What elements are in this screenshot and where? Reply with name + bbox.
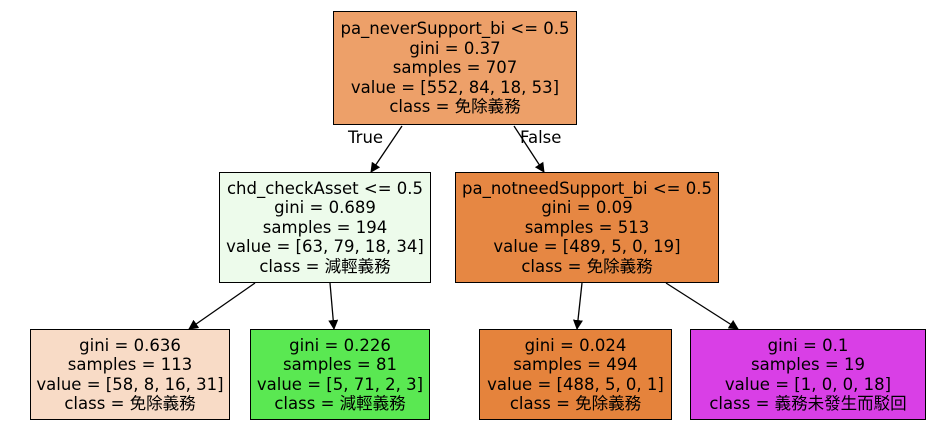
node-text-line: class = 免除義務 — [509, 394, 642, 413]
node-text-line: gini = 0.689 — [274, 198, 376, 218]
node-text-line: value = [5, 71, 2, 3] — [256, 374, 424, 394]
node-text-line: class = 免除義務 — [389, 97, 521, 117]
edge-root-right — [513, 125, 545, 173]
node-text-line: value = [58, 8, 16, 31] — [36, 374, 224, 394]
node-text-line: class = 減輕義務 — [259, 256, 391, 276]
node-text-line: gini = 0.09 — [541, 198, 633, 218]
edge-label-true: True — [348, 128, 384, 147]
node-text-line: samples = 194 — [262, 217, 388, 237]
node-text-line: chd_checkAsset <= 0.5 — [226, 178, 424, 198]
node-text-line: samples = 81 — [283, 355, 397, 374]
edge-label-false: False — [520, 128, 562, 147]
node-text-line: samples = 513 — [524, 217, 650, 237]
node-text-line: class = 減輕義務 — [274, 394, 406, 413]
node-text-line: class = 義務未發生而駁回 — [709, 394, 907, 413]
node-text-line: gini = 0.636 — [79, 335, 181, 355]
node-text-line: gini = 0.024 — [524, 335, 627, 355]
edge-right-rl — [573, 282, 583, 330]
node-text-line: pa_neverSupport_bi <= 0.5 — [340, 19, 570, 39]
node-text-line: gini = 0.226 — [289, 335, 391, 355]
node-text-line: samples = 707 — [392, 58, 518, 78]
edge-right-rr — [665, 282, 739, 330]
edge-root-left — [370, 125, 403, 173]
node-text-line: class = 免除義務 — [64, 394, 196, 413]
node-text-line: value = [1, 0, 0, 18] — [724, 374, 892, 394]
node-text-line: pa_notneedSupport_bi <= 0.5 — [461, 178, 712, 198]
node-text-line: gini = 0.1 — [767, 335, 849, 355]
node-text-line: value = [552, 84, 18, 53] — [350, 77, 560, 97]
node-text-line: samples = 19 — [751, 355, 865, 374]
node-text-line: samples = 113 — [67, 355, 193, 374]
node-text-line: gini = 0.37 — [409, 38, 501, 58]
node-text-line: value = [489, 5, 0, 19] — [493, 237, 681, 257]
edge-left-lr — [328, 282, 339, 330]
edge-left-ll — [188, 282, 256, 330]
node-text-line: value = [63, 79, 18, 34] — [226, 237, 424, 257]
node-text-line: value = [488, 5, 0, 1] — [487, 374, 664, 394]
node-text-line: class = 免除義務 — [521, 256, 653, 276]
node-text-line: samples = 494 — [513, 355, 638, 374]
